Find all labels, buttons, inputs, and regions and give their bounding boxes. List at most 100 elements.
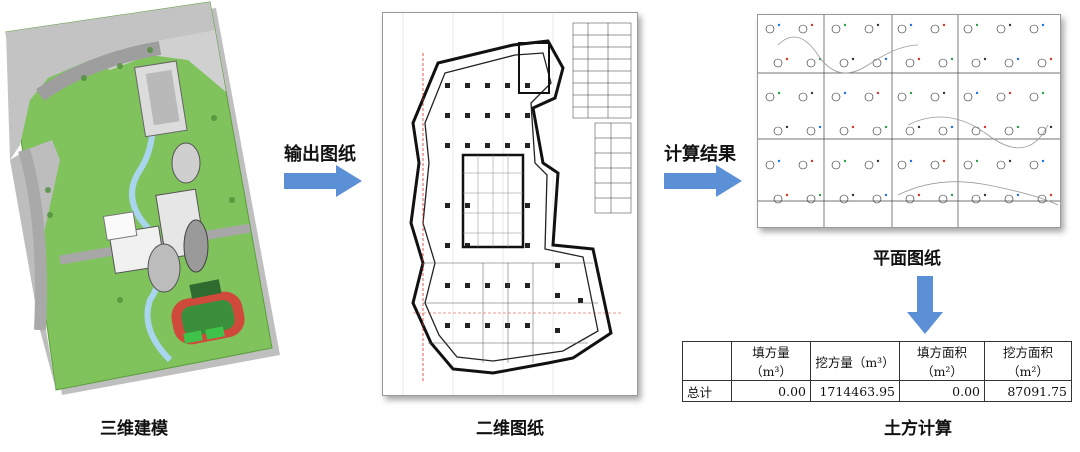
survey-point-dot bbox=[843, 23, 847, 27]
survey-point-dot bbox=[942, 159, 946, 163]
survey-point-dot bbox=[810, 23, 814, 27]
survey-point-marker bbox=[905, 58, 915, 68]
survey-point-dot bbox=[975, 23, 979, 27]
survey-point-dot bbox=[909, 23, 913, 27]
survey-point-dot bbox=[917, 125, 921, 129]
survey-point-dot bbox=[777, 23, 781, 27]
survey-point-dot bbox=[1041, 23, 1045, 27]
survey-point-dot bbox=[777, 91, 781, 95]
survey-point-marker bbox=[971, 194, 981, 204]
survey-point-dot bbox=[917, 57, 921, 61]
survey-point-marker bbox=[806, 126, 816, 136]
survey-point-dot bbox=[884, 57, 888, 61]
survey-point-marker bbox=[963, 160, 973, 170]
survey-point-marker bbox=[1004, 126, 1014, 136]
fill-area-value: 0.00 bbox=[899, 380, 985, 402]
table-header-cell bbox=[682, 341, 732, 381]
survey-point-marker bbox=[963, 24, 973, 34]
table-header-cell: 挖方面积（m²） bbox=[984, 341, 1072, 381]
survey-point-marker bbox=[938, 126, 948, 136]
survey-point-marker bbox=[872, 126, 882, 136]
survey-point-marker bbox=[831, 160, 841, 170]
survey-point-marker bbox=[905, 194, 915, 204]
plan-drawing-image bbox=[757, 14, 1061, 228]
survey-point-dot bbox=[950, 193, 954, 197]
survey-point-marker bbox=[798, 92, 808, 102]
survey-point-dot bbox=[1041, 159, 1045, 163]
survey-point-marker bbox=[773, 194, 783, 204]
survey-point-dot bbox=[851, 193, 855, 197]
earthwork-calc-caption: 土方计算 bbox=[884, 419, 952, 439]
survey-point-marker bbox=[839, 194, 849, 204]
survey-point-dot bbox=[785, 125, 789, 129]
survey-point-marker bbox=[765, 92, 775, 102]
earthwork-result-table: 填方量（m³） 挖方量（m³） 填方面积（m²） 挖方面积（m²） 总计 0.0… bbox=[682, 341, 1072, 402]
survey-point-marker bbox=[1029, 92, 1039, 102]
survey-point-dot bbox=[909, 159, 913, 163]
survey-point-dot bbox=[884, 193, 888, 197]
survey-point-dot bbox=[851, 57, 855, 61]
survey-point-dot bbox=[1049, 125, 1053, 129]
survey-point-dot bbox=[876, 159, 880, 163]
survey-point-marker bbox=[806, 194, 816, 204]
survey-point-dot bbox=[777, 159, 781, 163]
survey-point-dot bbox=[876, 23, 880, 27]
survey-point-marker bbox=[996, 24, 1006, 34]
plan-drawing-caption: 平面图纸 bbox=[873, 249, 941, 269]
survey-point-dot bbox=[810, 91, 814, 95]
survey-point-dot bbox=[1008, 23, 1012, 27]
survey-point-marker bbox=[996, 160, 1006, 170]
survey-point-marker bbox=[765, 160, 775, 170]
survey-point-dot bbox=[917, 193, 921, 197]
survey-point-dot bbox=[1008, 159, 1012, 163]
survey-point-marker bbox=[839, 58, 849, 68]
survey-point-marker bbox=[765, 24, 775, 34]
2d-drawing-caption: 二维图纸 bbox=[476, 419, 544, 439]
survey-point-dot bbox=[785, 57, 789, 61]
right-arrow-icon bbox=[664, 165, 744, 201]
survey-point-marker bbox=[1037, 194, 1047, 204]
survey-point-dot bbox=[843, 159, 847, 163]
survey-point-dot bbox=[851, 125, 855, 129]
survey-point-dot bbox=[1016, 57, 1020, 61]
survey-point-dot bbox=[942, 91, 946, 95]
compute-result-label: 计算结果 bbox=[664, 144, 736, 165]
survey-point-marker bbox=[1029, 160, 1039, 170]
survey-point-dot bbox=[950, 57, 954, 61]
survey-point-marker bbox=[905, 126, 915, 136]
survey-point-marker bbox=[1029, 24, 1039, 34]
survey-point-dot bbox=[1049, 193, 1053, 197]
down-arrow-icon bbox=[907, 276, 943, 338]
survey-point-dot bbox=[909, 91, 913, 95]
survey-point-dot bbox=[975, 91, 979, 95]
survey-point-dot bbox=[843, 91, 847, 95]
table-header-cell: 填方面积（m²） bbox=[899, 341, 985, 381]
survey-point-dot bbox=[975, 159, 979, 163]
survey-point-marker bbox=[798, 24, 808, 34]
survey-point-marker bbox=[996, 92, 1006, 102]
survey-point-marker bbox=[1004, 58, 1014, 68]
survey-point-marker bbox=[938, 58, 948, 68]
survey-point-marker bbox=[930, 92, 940, 102]
survey-point-dot bbox=[1008, 91, 1012, 95]
table-header-cell: 填方量（m³） bbox=[731, 341, 811, 381]
survey-point-dot bbox=[983, 125, 987, 129]
survey-point-dot bbox=[818, 125, 822, 129]
survey-point-marker bbox=[831, 92, 841, 102]
survey-point-dot bbox=[983, 193, 987, 197]
table-row: 总计 0.00 1714463.95 0.00 87091.75 bbox=[682, 380, 1072, 402]
survey-point-dot bbox=[1016, 125, 1020, 129]
survey-point-dot bbox=[983, 57, 987, 61]
row-label: 总计 bbox=[682, 380, 732, 402]
survey-point-marker bbox=[864, 160, 874, 170]
survey-point-marker bbox=[897, 24, 907, 34]
survey-point-dot bbox=[876, 91, 880, 95]
cut-area-value: 87091.75 bbox=[984, 380, 1072, 402]
survey-point-marker bbox=[864, 24, 874, 34]
survey-point-dot bbox=[942, 23, 946, 27]
table-header-cell: 挖方量（m³） bbox=[810, 341, 900, 381]
survey-point-marker bbox=[938, 194, 948, 204]
survey-point-marker bbox=[839, 126, 849, 136]
survey-point-marker bbox=[1037, 58, 1047, 68]
survey-point-marker bbox=[864, 92, 874, 102]
